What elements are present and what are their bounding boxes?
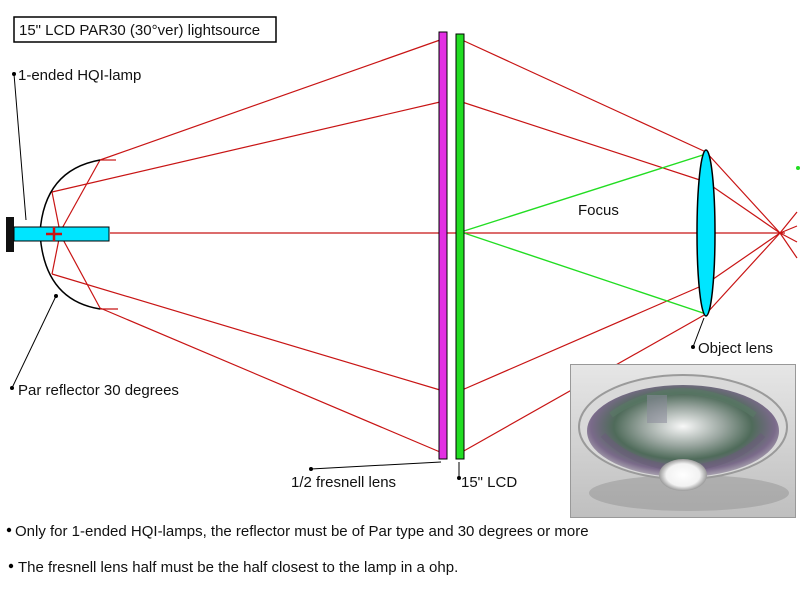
leaders (6, 72, 705, 569)
label-focus: Focus (578, 202, 619, 219)
reflector-photo (570, 364, 796, 518)
note-1: Only for 1-ended HQI-lamps, the reflecto… (15, 523, 589, 540)
focus-edge-mark (796, 166, 800, 170)
fresnel-lens (438, 31, 448, 460)
ray-lower-2 (99, 307, 441, 453)
photo-bowl (587, 385, 779, 477)
ray-out-4 (461, 283, 707, 391)
note2-bullet (8, 563, 14, 569)
label-object-lens: Object lens (698, 340, 773, 357)
label-lcd: 15" LCD (461, 474, 517, 491)
title-box-group: 15" LCD PAR30 (30°ver) lightsource (13, 16, 277, 43)
ray-upper-1 (59, 159, 101, 233)
lamp-leader (13, 73, 27, 221)
ray-lower-1 (59, 233, 101, 309)
note1-bullet (6, 527, 12, 533)
ray-upper-2 (99, 39, 441, 161)
ray-conv-1 (705, 151, 781, 234)
photo-lamp-hole (659, 459, 707, 491)
ray-conv-2 (705, 181, 781, 234)
photo-reflection (647, 395, 667, 423)
label-lamp: 1-ended HQI-lamp (18, 67, 141, 84)
reflector-point-dot (54, 294, 58, 298)
lcd-panel (455, 33, 465, 460)
lamp-base (6, 217, 14, 252)
ray-upper-3 (51, 191, 61, 233)
ray-out-2 (461, 101, 707, 183)
focus-rays (463, 153, 800, 315)
note-2: The fresnell lens half must be the half … (18, 559, 458, 576)
title-box (13, 16, 277, 43)
ray-exit-1 (779, 211, 798, 234)
ray-exit-2 (779, 232, 798, 259)
photo-facets (609, 387, 757, 418)
hqi-lamp (6, 217, 110, 252)
photo-shadow (589, 475, 789, 511)
ray-exit-4 (779, 232, 798, 243)
lens-leader (692, 317, 705, 348)
focus-ray-lower (463, 232, 707, 315)
ray-lower-4 (51, 273, 441, 391)
diagram-title: 15" LCD PAR30 (30°ver) lightsource (19, 22, 260, 39)
ray-exit-3 (779, 225, 798, 234)
ray-upper-4 (51, 101, 441, 193)
fresnel-leader (310, 461, 442, 470)
label-fresnel: 1/2 fresnell lens (291, 474, 396, 491)
ray-conv-4 (705, 232, 781, 285)
reflector-leader (11, 295, 57, 389)
label-reflector: Par reflector 30 degrees (18, 382, 179, 399)
object-lens (696, 149, 716, 317)
ray-out-1 (461, 39, 707, 153)
focus-ray-upper (463, 153, 707, 232)
ray-conv-3 (705, 232, 781, 315)
